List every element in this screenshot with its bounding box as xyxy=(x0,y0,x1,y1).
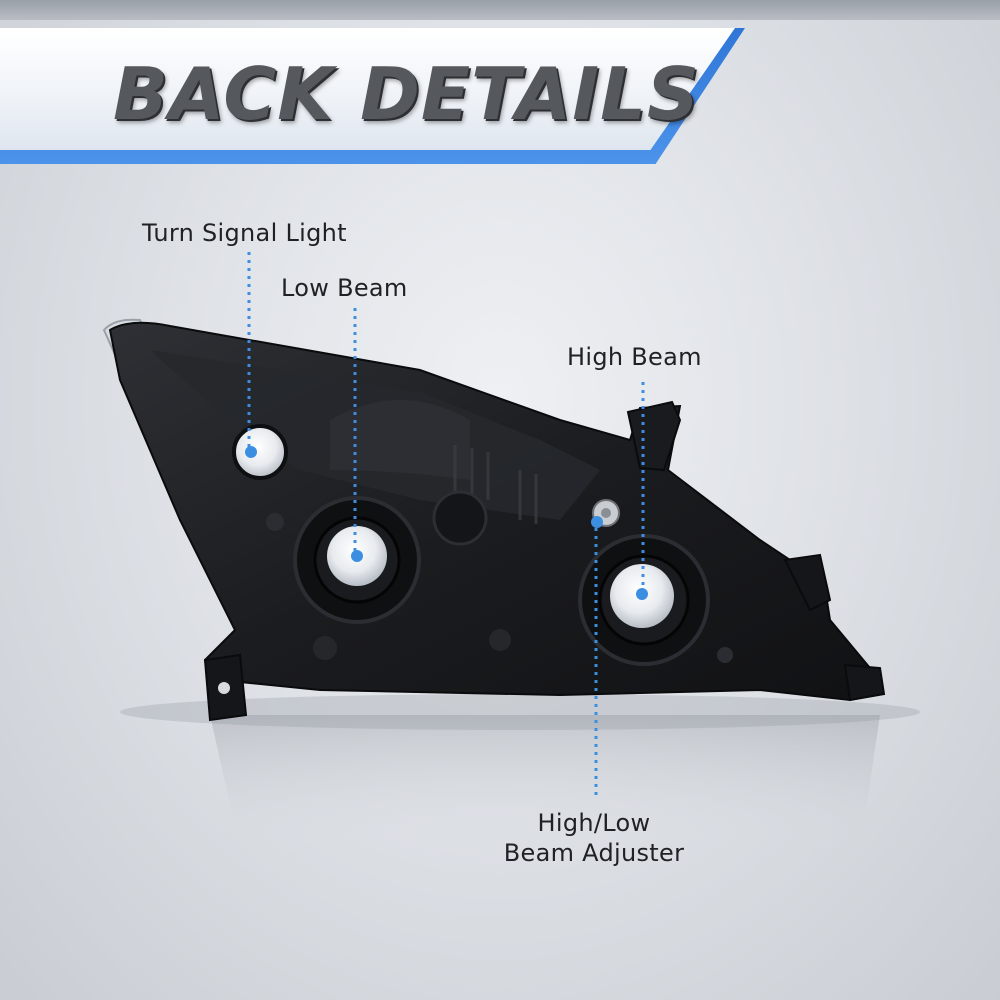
low-beam-label: Low Beam xyxy=(281,274,408,302)
adjuster-label: High/Low Beam Adjuster xyxy=(498,808,690,868)
bolt xyxy=(489,629,511,651)
page-title: BACK DETAILS xyxy=(113,52,700,136)
adjuster-label-line1: High/Low xyxy=(537,809,651,837)
adjuster-screw-head xyxy=(601,508,611,518)
high-beam-label: High Beam xyxy=(567,343,702,371)
adjuster-label-line2: Beam Adjuster xyxy=(503,839,685,867)
floor-reflection xyxy=(210,715,880,850)
bolt xyxy=(717,647,733,663)
dust-cap xyxy=(432,490,488,546)
high-beam-marker xyxy=(636,588,648,600)
bolt xyxy=(313,636,337,660)
housing-ribs xyxy=(453,445,538,524)
turn-signal-socket-base xyxy=(330,400,470,480)
turn-signal-bulb xyxy=(232,424,288,480)
top-mounting-tab xyxy=(626,400,682,472)
right-clip-lower xyxy=(843,663,886,702)
adjuster-marker xyxy=(591,516,603,528)
turn-signal-label: Turn Signal Light xyxy=(142,219,347,247)
low-beam-marker xyxy=(351,550,363,562)
right-clip-upper xyxy=(783,553,832,612)
bolt xyxy=(266,513,284,531)
turn-signal-marker xyxy=(245,446,257,458)
bracket-hole xyxy=(218,682,230,694)
top-band xyxy=(0,0,1000,20)
banner-background xyxy=(0,28,735,150)
